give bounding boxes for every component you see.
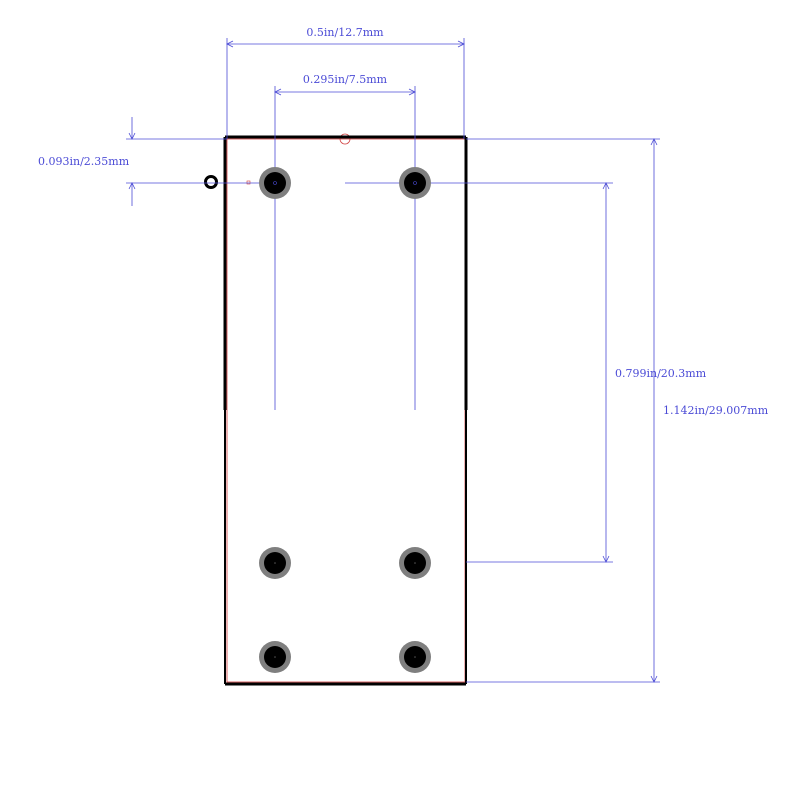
pad-6 xyxy=(399,641,431,673)
pad-5 xyxy=(259,641,291,673)
pad-3 xyxy=(259,547,291,579)
pad-1 xyxy=(259,167,291,199)
courtyard-tick xyxy=(246,180,251,185)
pin1-courtyard-marker xyxy=(339,133,351,145)
overall-width-label: 0.5in/12.7mm xyxy=(306,26,384,39)
pin-offset-label: 0.093in/2.35mm xyxy=(38,155,130,168)
overall-height-label: 1.142in/29.007mm xyxy=(663,404,769,417)
pad-2 xyxy=(399,167,431,199)
dimension-arrowheads xyxy=(128,40,658,683)
pad-4 xyxy=(399,547,431,579)
dimension-lines xyxy=(126,38,660,683)
pin-row-distance-label: 0.799in/20.3mm xyxy=(615,367,707,380)
courtyard-outline xyxy=(226,138,466,683)
pin-spacing-label: 0.295in/7.5mm xyxy=(303,73,388,86)
pin1-indicator-icon xyxy=(204,175,218,189)
component-outline xyxy=(223,135,468,686)
